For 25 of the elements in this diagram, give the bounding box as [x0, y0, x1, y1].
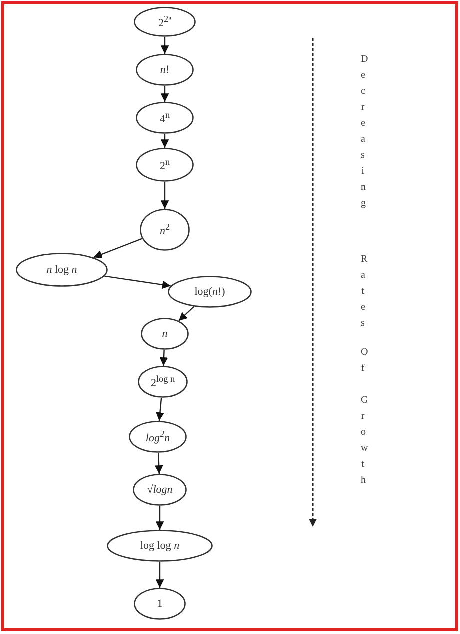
arrow	[156, 398, 164, 422]
node-label: 4$^{n}$	[160, 110, 170, 126]
arrow	[160, 134, 170, 148]
arrow	[178, 306, 195, 322]
arrow	[154, 452, 164, 474]
arrow	[94, 238, 143, 259]
arrow	[156, 506, 164, 530]
arrow	[104, 276, 171, 290]
node-label: n$^{2}$	[160, 222, 170, 238]
arrow	[156, 562, 164, 588]
node-label: n!	[160, 64, 170, 76]
node-label: n	[162, 328, 168, 340]
node-label: log(n!)	[194, 286, 226, 298]
arrow	[160, 37, 170, 54]
arrow	[160, 350, 168, 366]
node-label: n log n	[46, 264, 78, 276]
node-label: 2$^{n}$	[160, 157, 170, 173]
node-label: 1	[157, 598, 163, 610]
node-label: log log n	[140, 540, 180, 552]
node-label: 2$^{2ⁿ}$	[158, 14, 172, 30]
node-label: 2$^{log n}$	[150, 374, 176, 390]
arrow	[160, 86, 170, 102]
arrow	[160, 182, 170, 209]
node-label: √logn	[147, 484, 173, 496]
node-label: log$^{2}$n	[146, 429, 170, 445]
